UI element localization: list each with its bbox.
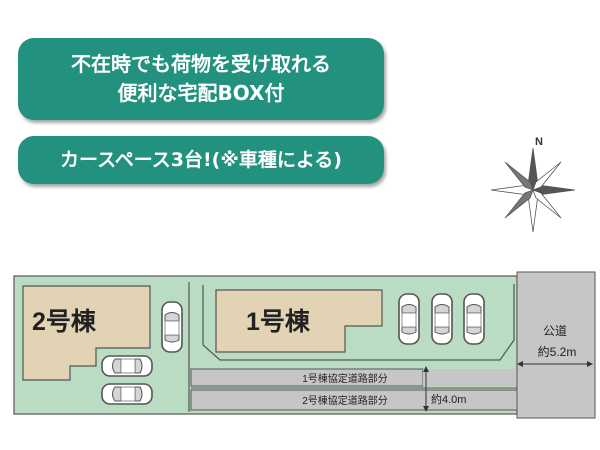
banner-line-1: 不在時でも荷物を受け取れる: [71, 52, 331, 76]
public-road-width-label: 約5.2m: [538, 344, 577, 359]
private-road-1-label: 1号棟協定道路部分: [302, 372, 388, 385]
lot-boundary-1: [202, 284, 515, 361]
parking-text: カースペース3台!(※車種による): [60, 149, 342, 171]
car-icon: [161, 301, 183, 353]
car-icon: [463, 293, 485, 345]
public-road: [516, 271, 596, 419]
private-road-width-label: 約4.0m: [431, 392, 466, 406]
car-icon: [398, 293, 420, 345]
car-icon: [101, 355, 153, 377]
banner-line-2: 便利な宅配BOX付: [117, 81, 285, 105]
public-road-label: 公道: [543, 324, 567, 338]
building-1-label: 1号棟: [246, 308, 311, 336]
parking-banner: カースペース3台!(※車種による): [18, 136, 384, 184]
building-2-label: 2号棟: [32, 308, 97, 336]
building-2: 2号棟: [22, 285, 151, 381]
car-icon: [431, 293, 453, 345]
compass-rose-icon: N: [490, 136, 576, 233]
private-road-1-extension: [423, 369, 517, 386]
compass-north-label: N: [535, 136, 543, 148]
delivery-box-banner: 不在時でも荷物を受け取れる 便利な宅配BOX付: [18, 38, 384, 120]
private-road-2-label: 2号棟協定道路部分: [302, 394, 388, 407]
car-icon: [101, 383, 153, 405]
building-1: 1号棟: [215, 289, 383, 353]
